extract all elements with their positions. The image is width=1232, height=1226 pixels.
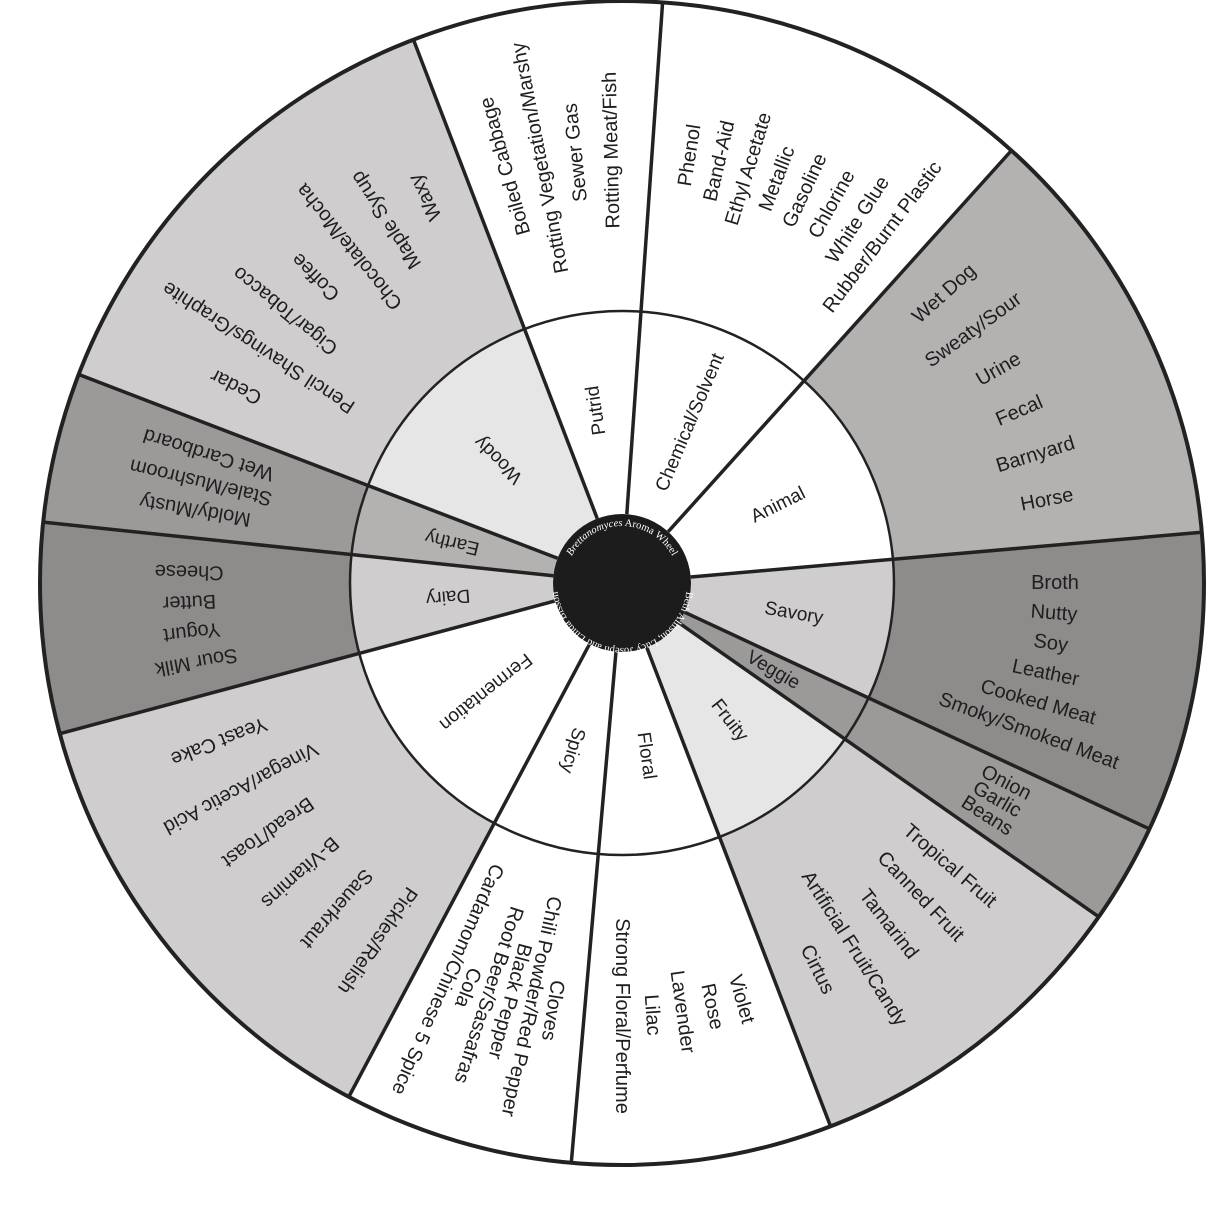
outer-wedge-putrid — [413, 1, 663, 330]
divider-line — [625, 2, 665, 515]
category-label-dairy: Dairy — [425, 584, 471, 608]
outer-wedge-dairy — [40, 522, 360, 734]
outer-wedge-veggie — [844, 697, 1150, 917]
divider-line — [347, 643, 592, 1098]
hub: Brettanomyces Aroma Wheel Beth Allison, … — [549, 514, 694, 656]
divider-line — [569, 651, 618, 1163]
inner-wedge-veggie — [678, 612, 869, 740]
outer-wedge-earthy — [43, 374, 369, 555]
inner-wedge-dairy — [350, 554, 556, 654]
outer-wedge-floral — [571, 836, 831, 1165]
descriptor-label-cheese: Cheese — [154, 560, 223, 584]
inner-wedge-floral — [598, 647, 720, 855]
outer-wedge-chemical-solvent — [640, 2, 1012, 381]
descriptor-label-rotting-meat-fish: Rotting Meat/Fish — [599, 72, 625, 229]
outer-wedge-savory — [868, 532, 1204, 829]
divider-line — [411, 39, 599, 520]
descriptor-label-soy: Soy — [1032, 630, 1069, 657]
descriptor-label-lilac: Lilac — [640, 994, 665, 1037]
divider-line — [666, 149, 1013, 533]
divider-lines — [38, 0, 1206, 1167]
inner-wedge-putrid — [524, 311, 641, 519]
outer-ring — [40, 1, 1204, 1165]
divider-line — [78, 372, 559, 560]
inner-wedge-animal — [668, 380, 893, 577]
divider-line — [683, 610, 1151, 831]
outer-wedge-woody — [78, 39, 525, 486]
outer-wedge-fruity — [719, 739, 1099, 1127]
inner-ring — [350, 311, 894, 855]
inner-wedge-fruity — [646, 622, 845, 837]
outer-ring-border — [38, 0, 1206, 1167]
divider-line — [645, 646, 833, 1127]
inner-ring-border — [348, 309, 896, 857]
divider-line — [59, 599, 556, 736]
inner-wedge-earthy — [351, 485, 558, 576]
inner-wedge-woody — [368, 329, 598, 559]
descriptor-label-butter: Butter — [162, 590, 217, 614]
descriptor-label-nutty: Nutty — [1030, 601, 1078, 626]
inner-wedge-chemical-solvent — [626, 311, 805, 532]
divider-line — [43, 520, 554, 578]
outer-wedge-fermentation — [59, 653, 495, 1097]
inner-wedge-savory — [684, 559, 894, 698]
hub-circle — [553, 514, 691, 652]
divider-line — [677, 621, 1100, 919]
descriptor-label-strong-floral-perfume: Strong Floral/Perfume — [611, 918, 633, 1114]
divider-line — [690, 530, 1202, 579]
descriptor-label-broth: Broth — [1031, 572, 1079, 594]
inner-wedge-spicy — [494, 643, 616, 854]
outer-wedge-animal — [804, 150, 1202, 560]
inner-wedge-fermentation — [359, 600, 590, 824]
outer-wedge-spicy — [348, 823, 599, 1163]
